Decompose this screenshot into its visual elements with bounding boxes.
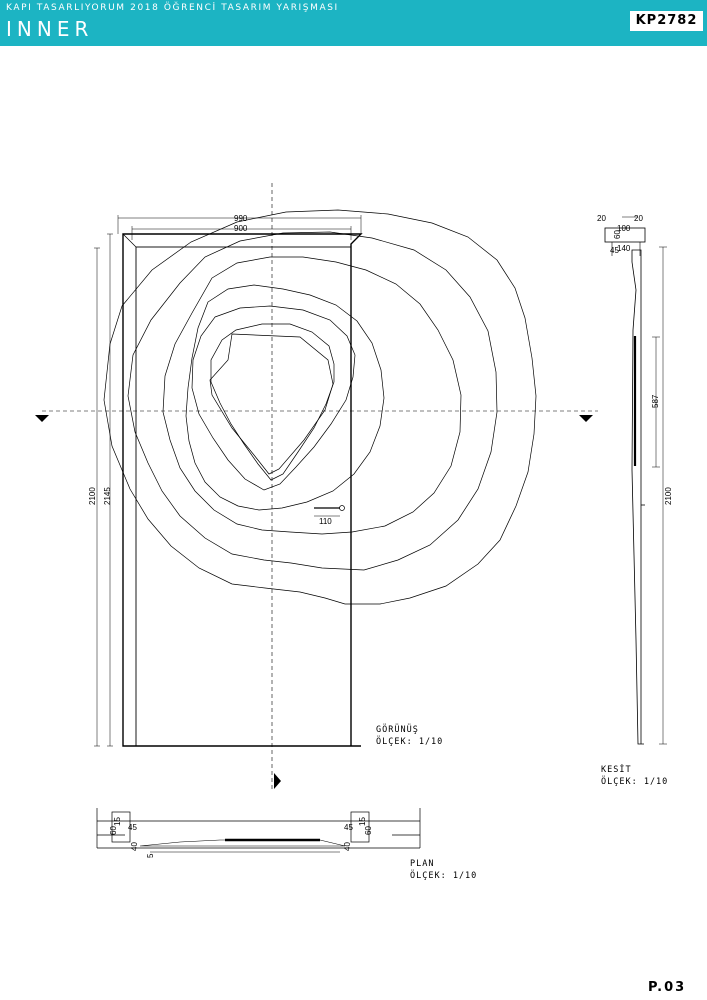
plan-view-scale: ÖLÇEK: 1/10 — [410, 871, 478, 881]
section-arrows — [35, 415, 593, 789]
dim-handle: 110 — [319, 517, 332, 526]
dim-section-height: 2100 — [664, 487, 673, 505]
section-arrow-bottom-icon — [274, 773, 281, 789]
plan-dimension-labels: 45 15 60 40 5 45 15 60 40 — [109, 817, 373, 858]
axis-lines — [42, 183, 598, 790]
dim-inner-width: 900 — [234, 224, 248, 233]
section-view-label: KESİT — [601, 765, 632, 775]
dim-section-glass: 587 — [651, 394, 660, 408]
section-arrow-right-icon — [579, 415, 593, 422]
front-dimension-labels: 990 900 2100 2145 110 — [88, 214, 332, 526]
door-handle-icon — [314, 505, 345, 511]
section-view-scale: ÖLÇEK: 1/10 — [601, 777, 669, 787]
page-number: P.03 — [648, 980, 687, 995]
door-frame — [122, 233, 363, 747]
project-title: INNER — [6, 17, 94, 41]
contour-ring-1 — [103, 209, 537, 605]
dim-section-c: 140 — [617, 244, 631, 253]
front-view-label: GÖRÜNÜŞ — [376, 725, 419, 735]
front-view-scale: ÖLÇEK: 1/10 — [376, 737, 444, 747]
dim-plan-40-left: 40 — [130, 842, 139, 851]
contour-pattern — [103, 209, 537, 605]
contour-ring-7 — [209, 333, 334, 475]
dim-plan-45-right: 45 — [344, 823, 353, 832]
dim-section-b: 45 — [610, 246, 619, 255]
dim-section-a: 60 — [613, 230, 622, 239]
front-dimension-lines — [94, 215, 362, 747]
dim-section-top: 100 — [617, 224, 631, 233]
dim-plan-5: 5 — [146, 853, 155, 858]
contour-ring-2 — [127, 231, 498, 571]
dim-plan-45-left: 45 — [128, 823, 137, 832]
section-dimension-labels: 20 20 100 60 45 140 587 2100 — [597, 214, 673, 505]
header-bar: KAPI TASARLIYORUM 2018 ÖĞRENCİ TASARIM Y… — [0, 0, 707, 46]
dim-plan-15-right: 15 — [358, 817, 367, 826]
dim-plan-60-right: 60 — [364, 826, 373, 835]
contour-ring-3 — [162, 256, 462, 535]
project-code-badge: KP2782 — [630, 11, 703, 31]
dim-plan-60-left: 60 — [109, 826, 118, 835]
plan-view-label: PLAN — [410, 859, 435, 869]
dim-outer-width: 990 — [234, 214, 248, 223]
dim-height-inner: 2100 — [88, 487, 97, 505]
dim-plan-40-right: 40 — [343, 842, 352, 851]
contour-ring-5 — [191, 305, 356, 491]
section-view — [604, 216, 667, 745]
contour-ring-6 — [210, 323, 335, 481]
section-arrow-left-icon — [35, 415, 49, 422]
dim-plan-15-left: 15 — [113, 817, 122, 826]
competition-title: KAPI TASARLIYORUM 2018 ÖĞRENCİ TASARIM Y… — [6, 3, 339, 13]
contour-ring-4 — [185, 284, 385, 511]
dim-section-left: 20 — [597, 214, 606, 223]
dim-height-outer: 2145 — [103, 487, 112, 505]
dim-section-right: 20 — [634, 214, 643, 223]
plan-view — [96, 808, 421, 853]
